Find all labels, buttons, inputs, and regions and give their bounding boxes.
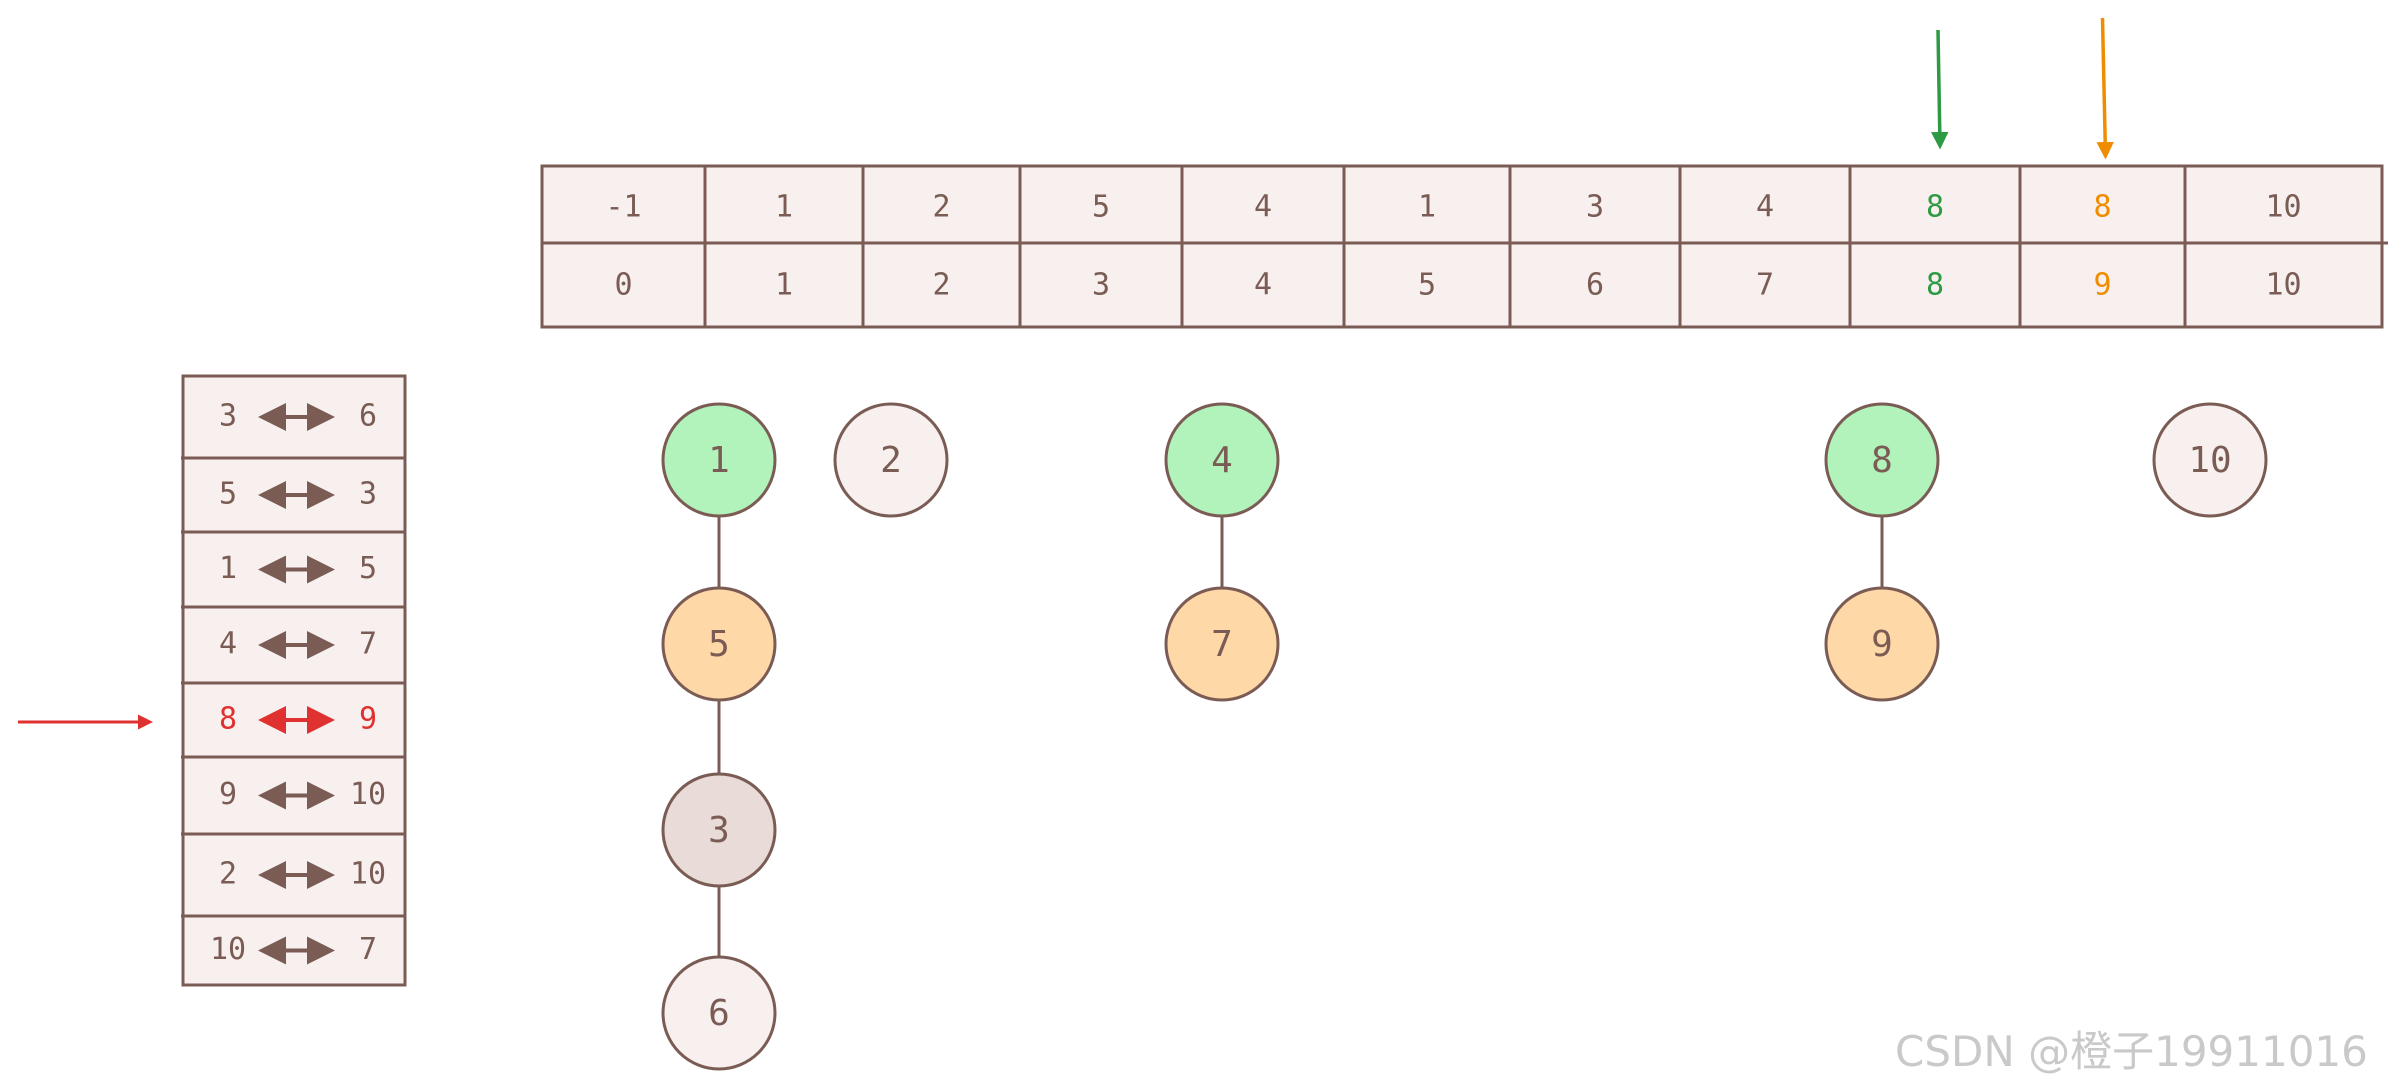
index-label: 5	[1418, 268, 1436, 303]
tree-node-label: 7	[1211, 624, 1233, 665]
index-label: 9	[2093, 268, 2111, 303]
tree-node-label: 2	[880, 440, 902, 481]
parent-value: 8	[2093, 190, 2111, 225]
edge-node-b: 10	[350, 857, 386, 892]
edge-node-a: 1	[219, 551, 237, 586]
parent-value: -1	[605, 190, 641, 225]
tree: 2	[833, 402, 949, 518]
tree-node-label: 8	[1871, 440, 1893, 481]
orange-pointer-arrow	[2096, 17, 2114, 160]
index-label: 0	[614, 268, 632, 303]
tree: 89	[1824, 402, 1940, 702]
parent-value: 4	[1756, 190, 1774, 225]
tree-node	[1164, 586, 1280, 702]
edge-node-a: 9	[219, 777, 237, 812]
double-arrow-icon	[258, 631, 335, 659]
tree-node	[2152, 402, 2268, 518]
double-arrow-icon	[258, 781, 335, 810]
parent-array: -1 0 1 1 2 2 5 3 4 4 1 5 3 6 4 7 8 8 8 9 10 10	[540, 164, 2388, 329]
parent-value: 5	[1092, 190, 1110, 225]
edge-node-a: 4	[219, 627, 237, 662]
parent-value: 1	[775, 190, 793, 225]
edge-node-a: 3	[219, 399, 237, 434]
parent-value: 10	[2265, 190, 2301, 225]
tree-node	[1164, 402, 1280, 518]
edge-row: 9 10	[219, 777, 386, 812]
watermark: CSDN @橙子19911016	[1895, 1027, 2368, 1076]
parent-value: 8	[1926, 190, 1944, 225]
green-pointer-arrow	[1931, 29, 1949, 150]
tree: 10	[2152, 402, 2268, 518]
tree-node	[661, 402, 777, 518]
edge-node-a: 8	[219, 702, 237, 737]
edge-node-a: 2	[219, 857, 237, 892]
parent-value: 4	[1254, 190, 1272, 225]
double-arrow-icon	[258, 861, 335, 889]
tree-node-label: 10	[2188, 440, 2231, 481]
array-frame	[540, 164, 2384, 329]
tree-node-label: 9	[1871, 624, 1893, 665]
double-arrow-icon	[258, 555, 335, 584]
index-label: 7	[1756, 268, 1774, 303]
edge-row: 10 7	[210, 932, 377, 967]
edge-node-b: 9	[359, 702, 377, 737]
double-arrow-icon	[258, 481, 335, 509]
parent-value: 1	[1418, 190, 1436, 225]
index-label: 8	[1926, 268, 1944, 303]
parent-value: 3	[1586, 190, 1604, 225]
tree-node-label: 6	[708, 993, 730, 1034]
edge-node-a: 5	[219, 477, 237, 512]
edge-node-b: 6	[359, 399, 377, 434]
edge-list-frame	[181, 374, 407, 987]
tree: 47	[1164, 402, 1280, 702]
double-arrow-icon	[258, 706, 335, 734]
array-pointers	[1931, 17, 2114, 160]
index-label: 3	[1092, 268, 1110, 303]
edge-node-a: 10	[210, 932, 246, 967]
tree-node	[661, 586, 777, 702]
edge-node-b: 5	[359, 551, 377, 586]
double-arrow-icon	[258, 403, 335, 431]
edge-node-b: 10	[350, 777, 386, 812]
edge-node-b: 3	[359, 477, 377, 512]
tree-node-label: 3	[708, 810, 730, 851]
tree-node	[833, 402, 949, 518]
index-label: 1	[775, 268, 793, 303]
index-label: 10	[2265, 268, 2301, 303]
tree-node-label: 4	[1211, 440, 1233, 481]
tree-node-label: 5	[708, 624, 730, 665]
index-label: 4	[1254, 268, 1272, 303]
edge-node-b: 7	[359, 627, 377, 662]
tree-node-label: 1	[708, 440, 730, 481]
index-label: 2	[932, 268, 950, 303]
double-arrow-icon	[258, 936, 335, 965]
tree-node	[1824, 586, 1940, 702]
tree-node	[1824, 402, 1940, 518]
index-label: 6	[1586, 268, 1604, 303]
parent-value: 2	[932, 190, 950, 225]
tree-node	[661, 955, 777, 1071]
edge-row: 2 10	[219, 857, 386, 892]
tree-node	[661, 772, 777, 888]
edge-node-b: 7	[359, 932, 377, 967]
